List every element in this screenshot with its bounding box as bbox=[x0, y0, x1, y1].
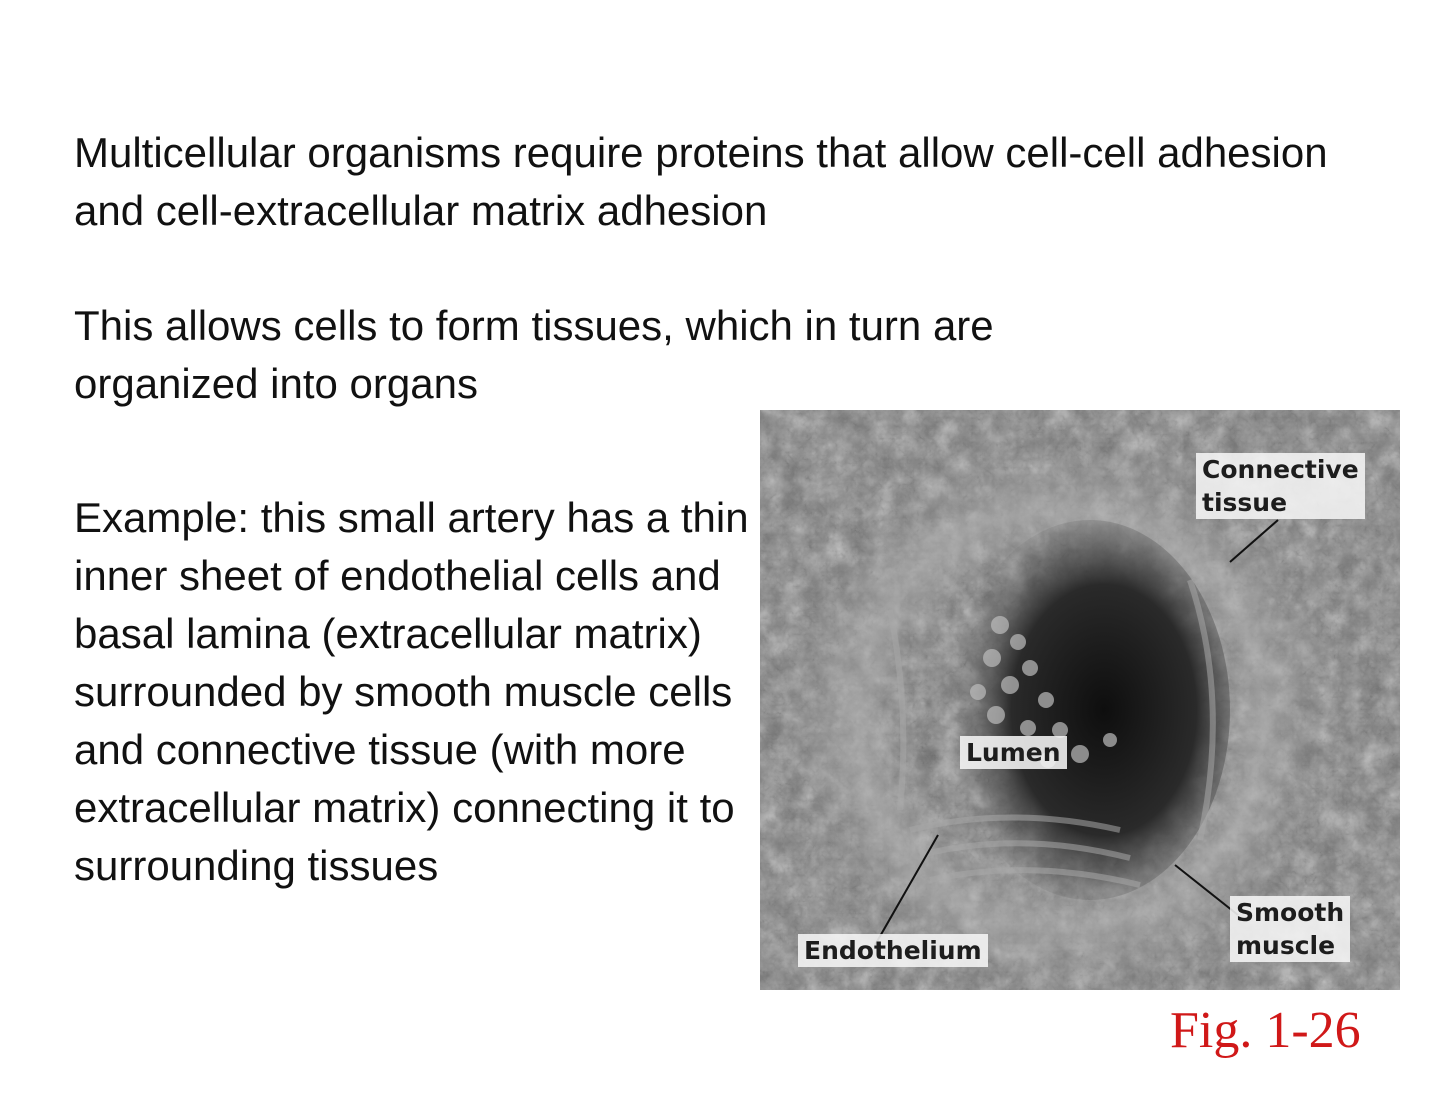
intro-paragraph: Multicellular organisms require proteins… bbox=[74, 129, 1328, 234]
endothelium-label: Endothelium bbox=[798, 934, 988, 967]
smooth-muscle-folds bbox=[887, 579, 1216, 888]
artery-micrograph: Connective tissue Lumen Endothelium Smoo… bbox=[760, 410, 1400, 990]
label-pointers bbox=[874, 519, 1279, 946]
blood-cells bbox=[970, 616, 1117, 768]
figure-caption: Fig. 1-26 bbox=[1170, 1002, 1361, 1059]
lumen-label: Lumen bbox=[960, 736, 1067, 769]
connective-tissue-label: Connective tissue bbox=[1196, 453, 1365, 519]
tissues-paragraph: This allows cells to form tissues, which… bbox=[74, 302, 994, 407]
example-paragraph: Example: this small artery has a thin in… bbox=[74, 494, 749, 889]
smooth-muscle-label: Smooth muscle bbox=[1230, 896, 1351, 962]
